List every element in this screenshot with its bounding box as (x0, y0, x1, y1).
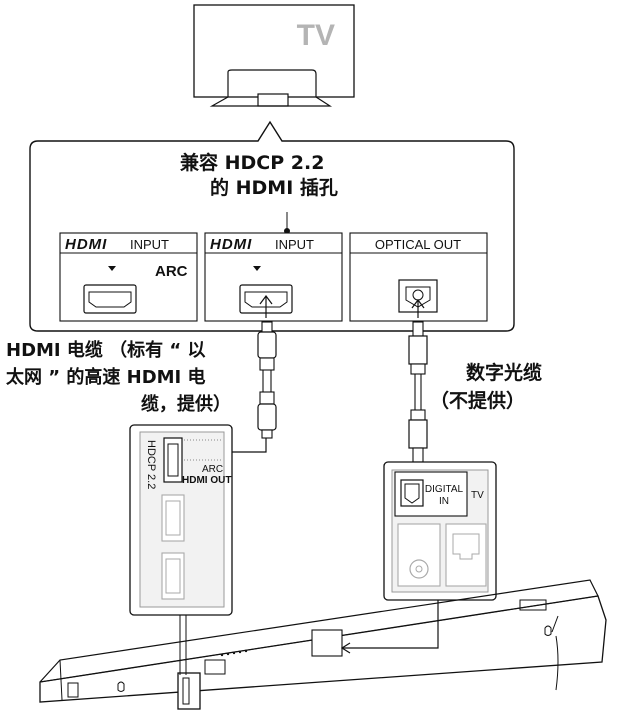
optical-cable (408, 299, 428, 483)
hdmi-cable-label-line1: HDMI 电缆 （标有 “ 以 (6, 340, 206, 361)
digital-in-label-line1: DIGITAL (425, 484, 464, 495)
callout-title-line2: 的 HDMI 插孔 (210, 177, 338, 199)
optical-cable-label-line2: （不提供） (430, 390, 526, 412)
optical-out-label: OPTICAL OUT (375, 237, 461, 252)
optical-panel-leader (342, 600, 439, 649)
hdmi-logo: HDMI (65, 236, 107, 253)
hdmi-input-label: INPUT (275, 237, 314, 252)
arc-label: ARC (202, 464, 223, 475)
hdmi-arc-port-panel: HDMI INPUT ARC (59, 232, 198, 322)
callout-title-line1: 兼容 HDCP 2.2 (180, 152, 325, 174)
tv-input-label: TV (471, 490, 484, 501)
hdmi-logo: HDMI (210, 236, 252, 253)
soundbar-hdmi-panel: HDCP 2.2 ARC HDMI OUT (129, 424, 233, 616)
arrow-down-icon (253, 266, 261, 271)
hdmi-cable-label-line2: 太网 ” 的高速 HDMI 电 (6, 367, 206, 388)
hdmi-panel-leader (179, 615, 187, 675)
digital-in-label-line2: IN (439, 496, 449, 507)
hdmi-cable-label-line3: 缆，提供） (141, 394, 231, 415)
arrow-down-icon (108, 266, 116, 271)
hdmi-out-label: HDMI OUT (182, 475, 231, 486)
hdmi-out-jack-icon (163, 437, 183, 483)
optical-cable-label-line1: 数字光缆 (466, 362, 543, 384)
hdmi-arc-jack-icon (83, 284, 137, 314)
hdcp-label: HDCP 2.2 (145, 440, 157, 489)
tv-illustration: TV (193, 4, 355, 107)
soundbar-optical-panel: DIGITAL IN TV (383, 461, 497, 601)
hdmi-arc-input-label: INPUT (130, 237, 169, 252)
hdmi-input-port-panel: HDMI INPUT (204, 232, 343, 322)
hdmi-cable (188, 295, 277, 458)
soundbar-body (39, 579, 607, 710)
tv-label: TV (297, 19, 335, 52)
arc-badge: ARC (155, 263, 188, 280)
